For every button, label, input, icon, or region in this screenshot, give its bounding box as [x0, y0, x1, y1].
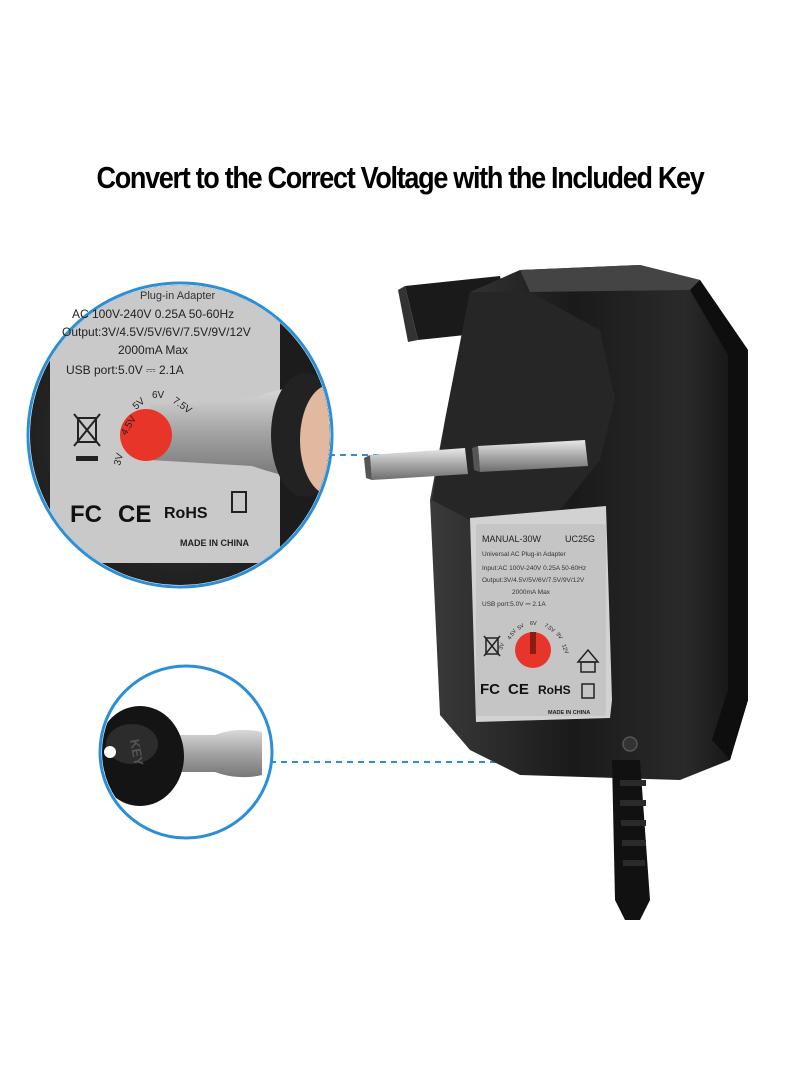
device-square-icon [581, 683, 595, 699]
zoom-current: 2000mA Max [118, 343, 188, 357]
device-bin-icon [483, 635, 501, 657]
device-dial-mark: 7.5V [543, 623, 556, 635]
key-detail [98, 664, 274, 840]
zoom-input: AC 100V-240V 0.25A 50-60Hz [72, 307, 234, 321]
device-dial-mark: 5V [517, 623, 526, 632]
device-fc-mark: FC [480, 681, 500, 698]
key-text: KEY [127, 738, 146, 767]
device-model: MANUAL-30W [482, 534, 542, 544]
headline: Convert to the Correct Voltage with the … [96, 161, 705, 195]
zoom-dial [120, 409, 172, 461]
device-dial-mark: 12V [560, 644, 569, 656]
zoom-dial-mark: 6V [152, 390, 165, 401]
live-pin [370, 448, 468, 480]
device-made-in: MADE IN CHINA [548, 710, 590, 716]
zoom-made-in: MADE IN CHINA [180, 538, 249, 548]
key-blade [160, 729, 262, 778]
device-code: UC25G [565, 534, 595, 544]
zoom-usb: USB port:5.0V ⎓ 2.1A [66, 363, 184, 377]
zoom-key-blade [150, 387, 300, 478]
device-dial-mark: 3V [498, 642, 506, 651]
zoom-square-icon [231, 491, 247, 513]
device-rohs-mark: RoHS [538, 683, 571, 697]
zoom-ce-mark: CE [118, 501, 151, 528]
device-ce-mark: CE [508, 681, 529, 698]
zoom-header: Plug-in Adapter [140, 290, 216, 302]
zoom-rohs-mark: RoHS [164, 505, 208, 522]
device-dial-mark: 4.5V [507, 628, 519, 641]
zoom-output: Output:3V/4.5V/5V/6V/7.5V/9V/12V [62, 325, 251, 339]
device-current: 2000mA Max [512, 589, 551, 596]
adapter-device [364, 265, 748, 920]
zoom-dial-mark: 3V [112, 452, 126, 467]
device-usb: USB port:5.0V ⎓ 2.1A [482, 601, 546, 608]
device-home-icon [576, 648, 600, 673]
neutral-pin [478, 440, 588, 472]
zoom-bin-icon [73, 413, 101, 461]
zoom-fc-mark: FC [70, 501, 102, 528]
zoom-detail [26, 281, 334, 589]
key-ring-hole [104, 746, 116, 758]
screw [622, 736, 638, 752]
device-type: Universal AC Plug-in Adapter [482, 551, 567, 558]
device-dial-mark: 9V [554, 632, 563, 641]
device-dial-mark: 6V [530, 621, 537, 627]
device-input: Input:AC 100V-240V 0.25A 50-60Hz [482, 565, 586, 572]
device-output: Output:3V/4.5V/5V/6V/7.5V/9V/12V [482, 577, 585, 584]
